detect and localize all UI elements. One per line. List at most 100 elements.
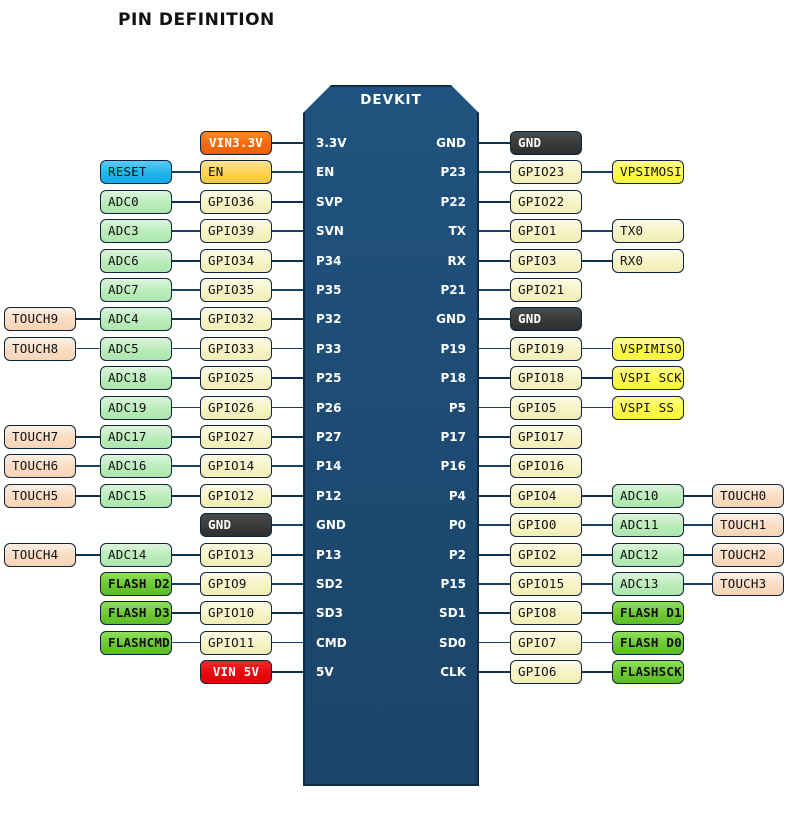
pin-label-box-touch1[interactable]: TOUCH1 — [712, 513, 784, 538]
pin-label-box-adc18[interactable]: ADC18 — [100, 366, 172, 391]
pin-label-box-adc17[interactable]: ADC17 — [100, 425, 172, 449]
pin-label-box-touch0[interactable]: TOUCH0 — [712, 483, 784, 508]
connector-wire — [272, 377, 303, 380]
pin-label-box-gpio39[interactable]: GPIO39 — [200, 219, 272, 244]
pin-label-box-touch2[interactable]: TOUCH2 — [712, 542, 784, 567]
pin-label-box-touch7[interactable]: TOUCH7 — [4, 425, 76, 449]
pin-label-box-flash-d1[interactable]: FLASH D1 — [612, 601, 684, 626]
pin-label-box-gpio22[interactable]: GPIO22 — [510, 189, 582, 214]
connector-wire — [479, 289, 510, 291]
connector-wire — [76, 465, 100, 467]
pin-label-box-gpio27[interactable]: GPIO27 — [200, 425, 272, 449]
pin-label-box-gpio8[interactable]: GPIO8 — [510, 601, 582, 626]
pin-label-box-touch8[interactable]: TOUCH8 — [4, 336, 76, 361]
connector-wire — [479, 583, 510, 585]
connector-wire — [479, 671, 510, 674]
pin-label-box-flash-d2[interactable]: FLASH D2 — [100, 572, 172, 596]
pin-label-box-gnd[interactable]: GND — [200, 513, 272, 538]
pin-label-box-gpio13[interactable]: GPIO13 — [200, 542, 272, 567]
pin-label-box-gpio1[interactable]: GPIO1 — [510, 219, 582, 244]
pin-label-box-gnd[interactable]: GND — [510, 131, 582, 155]
pin-label-box-gpio25[interactable]: GPIO25 — [200, 366, 272, 391]
pin-label-box-adc6[interactable]: ADC6 — [100, 248, 172, 273]
pin-label-box-gpio2[interactable]: GPIO2 — [510, 542, 582, 567]
chip-pin-label-gnd: GND — [436, 136, 466, 150]
pin-label-box-adc19[interactable]: ADC19 — [100, 395, 172, 420]
devkit-chip-body — [303, 85, 479, 786]
pin-label-box-gpio35[interactable]: GPIO35 — [200, 278, 272, 302]
pin-label-box-gpio17[interactable]: GPIO17 — [510, 425, 582, 449]
pin-label-box-adc15[interactable]: ADC15 — [100, 483, 172, 508]
pin-label-box-gpio6[interactable]: GPIO6 — [510, 660, 582, 685]
pin-label-box-gpio26[interactable]: GPIO26 — [200, 395, 272, 420]
pin-label-box-gpio36[interactable]: GPIO36 — [200, 189, 272, 214]
pin-label-box-gpio18[interactable]: GPIO18 — [510, 366, 582, 391]
pin-label-box-tx0[interactable]: TX0 — [612, 219, 684, 244]
connector-wire — [479, 259, 510, 262]
pin-label-box-touch4[interactable]: TOUCH4 — [4, 542, 76, 567]
pin-label-box-gpio15[interactable]: GPIO15 — [510, 572, 582, 596]
connector-wire — [172, 171, 200, 173]
connector-wire — [684, 494, 712, 497]
pin-label-box-flashcmd[interactable]: FLASHCMD — [100, 630, 172, 655]
pin-label-box-en[interactable]: EN — [200, 160, 272, 185]
pin-label-box-adc5[interactable]: ADC5 — [100, 336, 172, 361]
pin-label-box-gpio19[interactable]: GPIO19 — [510, 336, 582, 361]
pin-label-box-gpio14[interactable]: GPIO14 — [200, 454, 272, 479]
pin-label-box-vspimiso[interactable]: VSPIMISO — [612, 336, 684, 361]
pin-label-box-adc11[interactable]: ADC11 — [612, 513, 684, 538]
pin-label-box-gpio11[interactable]: GPIO11 — [200, 630, 272, 655]
pin-label-box-gpio12[interactable]: GPIO12 — [200, 483, 272, 508]
pin-label-box-adc0[interactable]: ADC0 — [100, 189, 172, 214]
pin-label-box-vpsimosi[interactable]: VPSIMOSI — [612, 160, 684, 185]
connector-wire — [582, 671, 612, 674]
chip-pin-label-3-3v: 3.3V — [316, 136, 347, 150]
pin-label-box-gpio3[interactable]: GPIO3 — [510, 248, 582, 273]
pin-label-box-gpio21[interactable]: GPIO21 — [510, 278, 582, 302]
connector-wire — [172, 436, 200, 438]
pin-label-box-adc10[interactable]: ADC10 — [612, 483, 684, 508]
pin-label-box-rx0[interactable]: RX0 — [612, 248, 684, 273]
pin-label-box-vspi-ss[interactable]: VSPI SS — [612, 395, 684, 420]
pin-label-box-vin-5v[interactable]: VIN 5V — [200, 660, 272, 685]
pin-label-box-flash-d0[interactable]: FLASH D0 — [612, 630, 684, 655]
pin-label-box-gpio5[interactable]: GPIO5 — [510, 395, 582, 420]
connector-wire — [172, 377, 200, 380]
pin-label-box-adc4[interactable]: ADC4 — [100, 307, 172, 332]
connector-wire — [172, 494, 200, 497]
pin-label-box-vin3-3v[interactable]: VIN3.3V — [200, 131, 272, 155]
pin-label-box-flash-d3[interactable]: FLASH D3 — [100, 601, 172, 626]
pin-label-box-adc12[interactable]: ADC12 — [612, 542, 684, 567]
chip-pin-label-rx: RX — [447, 253, 467, 268]
chip-pin-label-5v: 5V — [316, 665, 334, 680]
pin-label-box-gpio0[interactable]: GPIO0 — [510, 513, 582, 538]
pin-label-box-vspi-sck[interactable]: VSPI SCK — [612, 366, 684, 391]
connector-wire — [272, 524, 303, 526]
pin-label-box-adc16[interactable]: ADC16 — [100, 454, 172, 479]
connector-wire — [479, 347, 510, 350]
pin-label-box-touch6[interactable]: TOUCH6 — [4, 454, 76, 479]
pin-label-box-gpio10[interactable]: GPIO10 — [200, 601, 272, 626]
pin-label-box-gnd[interactable]: GND — [510, 307, 582, 332]
pin-label-box-gpio7[interactable]: GPIO7 — [510, 630, 582, 655]
pin-label-box-flashsck[interactable]: FLASHSCK — [612, 660, 684, 685]
pin-label-box-gpio4[interactable]: GPIO4 — [510, 483, 582, 508]
pin-label-box-reset[interactable]: RESET — [100, 160, 172, 185]
pin-label-box-touch9[interactable]: TOUCH9 — [4, 307, 76, 332]
pin-label-box-adc7[interactable]: ADC7 — [100, 278, 172, 302]
pin-label-box-adc14[interactable]: ADC14 — [100, 542, 172, 567]
chip-pin-label-p18: P18 — [440, 371, 467, 386]
connector-wire — [76, 553, 100, 556]
pin-label-box-gpio33[interactable]: GPIO33 — [200, 336, 272, 361]
pin-label-box-gpio32[interactable]: GPIO32 — [200, 307, 272, 332]
pin-label-box-gpio16[interactable]: GPIO16 — [510, 454, 582, 479]
chip-pin-label-p23: P23 — [440, 165, 467, 180]
pin-label-box-touch5[interactable]: TOUCH5 — [4, 483, 76, 508]
pin-label-box-adc13[interactable]: ADC13 — [612, 572, 684, 596]
chip-pin-label-p25: P25 — [316, 371, 342, 386]
pin-label-box-gpio23[interactable]: GPIO23 — [510, 160, 582, 185]
pin-label-box-touch3[interactable]: TOUCH3 — [712, 572, 784, 596]
pin-label-box-adc3[interactable]: ADC3 — [100, 219, 172, 244]
pin-label-box-gpio9[interactable]: GPIO9 — [200, 572, 272, 596]
pin-label-box-gpio34[interactable]: GPIO34 — [200, 248, 272, 273]
